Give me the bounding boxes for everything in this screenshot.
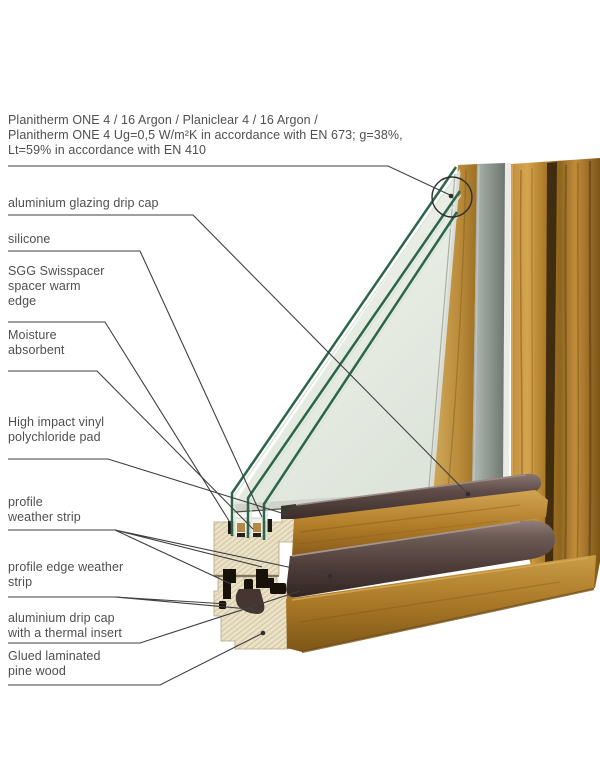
label-line: spacer warm (8, 279, 81, 293)
leader-dots (260, 193, 471, 636)
drip-cap-thermal-insert (235, 589, 265, 614)
note-line: Lt=59% in accordance with EN 410 (8, 143, 207, 157)
rubber-seals (219, 569, 286, 609)
frame-white-strip (503, 163, 511, 486)
label-aluminium-drip-cap-thermal: aluminium drip cap with a thermal insert (8, 611, 122, 641)
leader-lines (8, 165, 469, 686)
glazing-rebate (228, 504, 296, 538)
label-line: polychloride pad (8, 430, 101, 444)
vinyl-setting-pads (237, 523, 261, 532)
label-line: aluminium drip cap (8, 611, 115, 625)
leader-drip-cap-thermal (8, 590, 301, 644)
label-vinyl-polychloride-pad: High impact vinyl polychloride pad (8, 415, 104, 445)
label-line: SGG Swisspacer (8, 264, 105, 278)
label-line: High impact vinyl (8, 415, 105, 429)
label-line: profile edge weather (8, 560, 124, 574)
label-glued-laminated-pine-wood: Glued laminated pine wood (8, 649, 101, 679)
label-profile-weather-strip: profile weather strip (8, 495, 81, 525)
label-line: edge (8, 294, 37, 308)
label-line: Glued laminated (8, 649, 101, 663)
leader-vinyl-pad (8, 458, 289, 516)
label-silicone: silicone (8, 232, 51, 247)
label-line: weather strip (8, 510, 81, 524)
glazing-spec-note: Planitherm ONE 4 / 16 Argon / Planiclear… (8, 113, 403, 158)
label-line: profile (8, 495, 43, 509)
sill-front-wood (286, 555, 596, 654)
label-moisture-absorbent: Moisture absorbent (8, 328, 65, 358)
jamb-shadow-groove (545, 162, 557, 578)
label-line: strip (8, 575, 33, 589)
leader-edge-weather-strip (8, 596, 261, 611)
moisture-absorbent-slots (237, 533, 261, 537)
label-line: Moisture (8, 328, 57, 342)
label-aluminium-glazing-drip-cap: aluminium glazing drip cap (8, 196, 159, 211)
note-line: Planitherm ONE 4 / 16 Argon / Planiclear… (8, 113, 318, 127)
label-line: silicone (8, 232, 51, 246)
detail-highlight-circle (431, 176, 473, 218)
sash-rail-front-wood (292, 490, 548, 556)
label-profile-edge-weather-strip: profile edge weather strip (8, 560, 123, 590)
label-line: pine wood (8, 664, 66, 678)
weather-strip-large (286, 520, 556, 598)
leader-weather-strip (8, 529, 331, 585)
leader-silicone (8, 250, 263, 518)
label-line: with a thermal insert (8, 626, 122, 640)
leader-moisture (8, 370, 254, 530)
leader-swisspacer (8, 321, 232, 525)
label-line: absorbent (8, 343, 65, 357)
leader-pine-wood (8, 632, 264, 686)
leader-glazing-drip-cap (8, 214, 469, 495)
label-line: aluminium glazing drip cap (8, 196, 159, 210)
leader-glazing-note (8, 165, 451, 196)
glass-pane-edges (230, 166, 462, 541)
note-line: Planitherm ONE 4 Ug=0,5 W/m²K in accorda… (8, 128, 403, 142)
label-sgg-swisspacer: SGG Swisspacer spacer warm edge (8, 264, 105, 309)
glazing-unit (233, 169, 461, 513)
aluminium-cladding-panel (472, 163, 505, 492)
glass-face (234, 169, 460, 504)
